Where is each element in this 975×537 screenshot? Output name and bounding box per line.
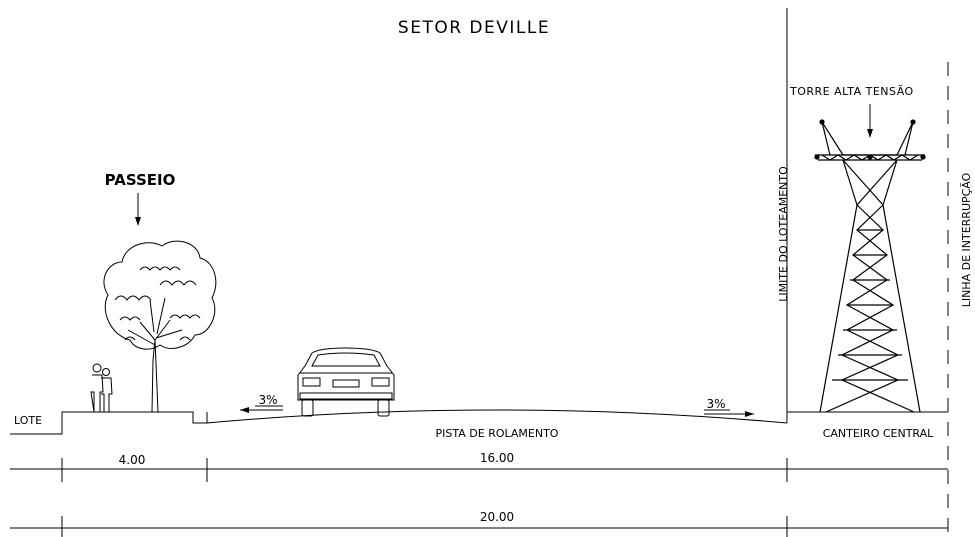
drawing-title: SETOR DEVILLE xyxy=(398,18,550,38)
lot-limit-label: LIMITE DO LOTEAMENTO xyxy=(777,166,790,302)
dimension-lines xyxy=(10,458,948,537)
pedestrians-icon xyxy=(90,363,113,413)
car-icon xyxy=(297,347,395,417)
dimension-total: 20.00 xyxy=(480,510,514,524)
median-label: CANTEIRO CENTRAL xyxy=(823,427,934,440)
sidewalk-arrow xyxy=(135,193,141,226)
svg-text:3%: 3% xyxy=(706,397,725,411)
dimension-roadway: 16.00 xyxy=(480,451,514,465)
sidewalk-label: PASSEIO xyxy=(105,171,176,189)
dimension-sidewalk: 4.00 xyxy=(119,453,146,467)
interruption-label: LINHA DE INTERRUPÇÃO xyxy=(960,172,973,307)
tower-label: TORRE ALTA TENSÃO xyxy=(789,85,914,98)
lot-label: LOTE xyxy=(14,414,42,427)
svg-text:3%: 3% xyxy=(258,393,277,407)
slope-left-indicator: 3% xyxy=(240,393,283,413)
slope-right-indicator: 3% xyxy=(704,397,754,417)
roadway-label: PISTA DE ROLAMENTO xyxy=(436,427,559,440)
transmission-tower-icon xyxy=(814,119,926,413)
tower-arrow xyxy=(867,104,873,138)
tree-icon xyxy=(103,240,217,413)
